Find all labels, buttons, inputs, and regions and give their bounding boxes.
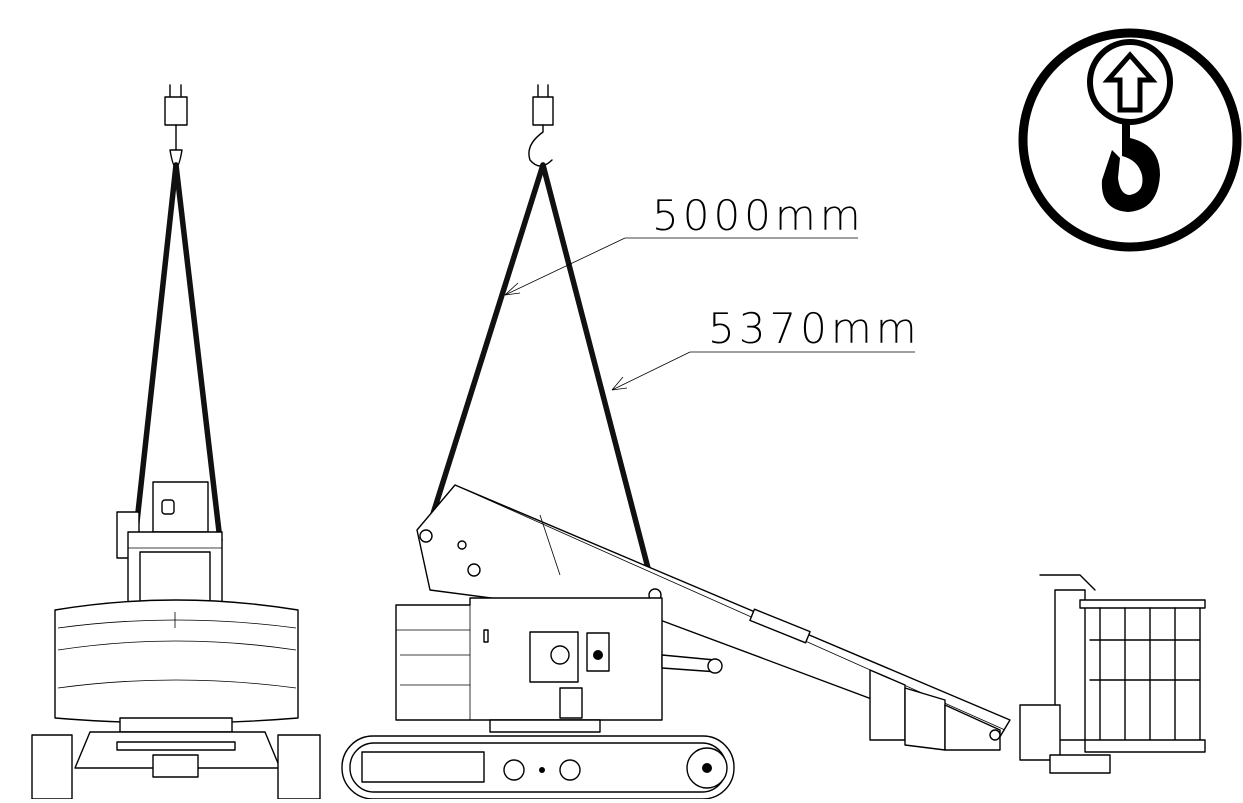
side-slings xyxy=(423,162,658,598)
dimension-label-5000: 5000mm xyxy=(652,191,865,240)
dimension-5000mm: 5000mm xyxy=(504,191,865,296)
side-basket xyxy=(1019,574,1206,774)
side-tracks xyxy=(341,735,735,800)
front-turret xyxy=(116,481,223,617)
front-slings xyxy=(132,162,223,543)
front-view xyxy=(31,84,321,800)
front-body xyxy=(54,599,299,778)
dimension-5370mm: 5370mm xyxy=(611,304,921,391)
side-view xyxy=(341,84,1206,800)
front-crane-hook xyxy=(164,84,188,169)
lift-point-hook-icon xyxy=(1018,28,1242,252)
side-upper-body xyxy=(395,597,723,733)
side-crane-hook xyxy=(528,84,554,167)
side-boom xyxy=(416,484,1011,751)
dimension-label-5370: 5370mm xyxy=(708,304,921,353)
